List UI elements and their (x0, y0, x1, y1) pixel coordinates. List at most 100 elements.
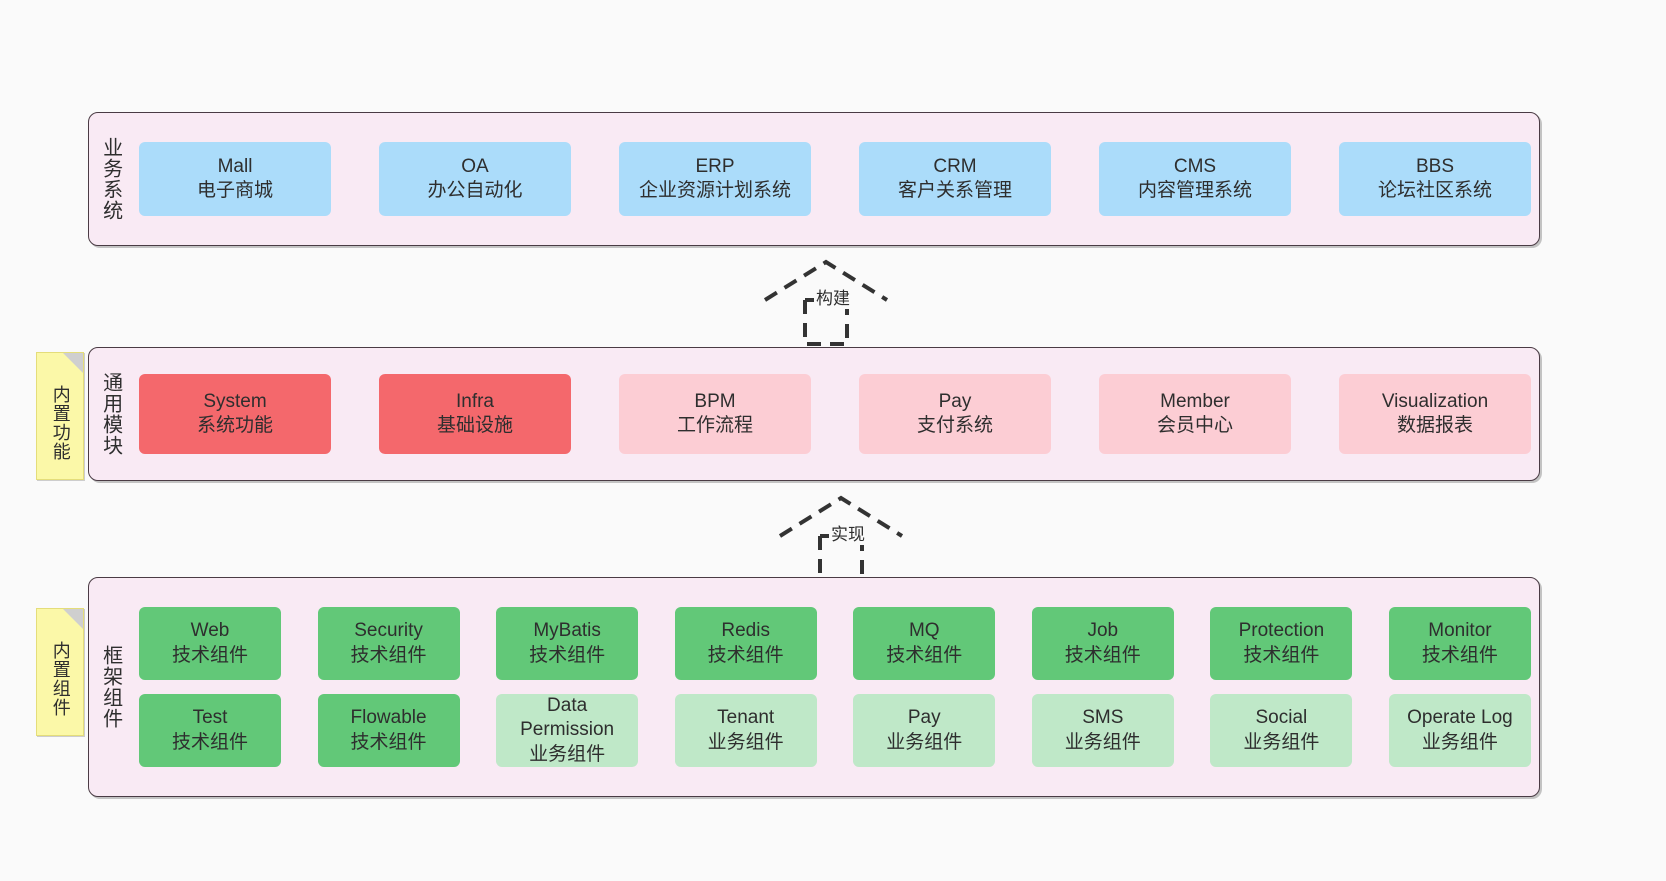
node-desc: 技术组件 (1243, 644, 1320, 666)
node-mall[interactable]: Mall 电子商城 (139, 142, 331, 216)
node-name: BBS (1415, 155, 1455, 177)
node-name: Social (1255, 707, 1308, 729)
node-oa[interactable]: OA 办公自动化 (379, 142, 571, 216)
note-fold-corner (63, 353, 83, 373)
node-name: Infra (455, 390, 495, 412)
node-desc: 技术组件 (171, 731, 248, 753)
node-name: Redis (721, 620, 770, 642)
node-desc: 支付系统 (916, 415, 993, 436)
node-name: SMS (1082, 707, 1124, 729)
node-name: Protection (1238, 620, 1325, 642)
node-name: MQ (908, 620, 940, 642)
node-desc: 业务组件 (1064, 731, 1141, 753)
connector-build: 构建 (750, 252, 920, 352)
node-name: ERP (695, 155, 735, 177)
node-name: Web (190, 620, 230, 642)
node-desc: 技术组件 (707, 644, 784, 666)
connector-build-label: 构建 (814, 284, 852, 309)
node-desc: 办公自动化 (427, 180, 523, 201)
node-desc: 技术组件 (1064, 644, 1141, 666)
node-desc: 业务组件 (1421, 731, 1498, 753)
node-name: BPM (694, 390, 736, 412)
layer-business-title: 业务系统 (99, 137, 122, 221)
node-name: Mall (217, 155, 253, 177)
layer-framework-title: 框架组件 (99, 645, 122, 729)
note-fold-corner (63, 609, 83, 629)
layer-modules-title: 通用模块 (99, 372, 122, 456)
node-desc: 论坛社区系统 (1377, 180, 1492, 201)
node-name: Job (1087, 620, 1119, 642)
node-desc: 业务组件 (886, 731, 963, 753)
note-builtin-features: 内置功能 (36, 352, 84, 480)
node-bpm[interactable]: BPM 工作流程 (619, 374, 811, 454)
node-pay[interactable]: Pay 支付系统 (859, 374, 1051, 454)
node-name: OA (461, 155, 489, 177)
node-bbs[interactable]: BBS 论坛社区系统 (1339, 142, 1531, 216)
node-name: Visualization (1381, 390, 1489, 412)
node-desc: 企业资源计划系统 (638, 180, 791, 201)
node-name: Test (192, 707, 228, 729)
layer-business-system: 业务系统 Mall 电子商城 OA 办公自动化 ERP 企业资源计划系统 CRM 客户关系管理… (88, 112, 1540, 246)
node-name: Security (354, 620, 423, 642)
node-desc: 技术组件 (886, 644, 963, 666)
node-desc: 数据报表 (1396, 415, 1473, 436)
node-visualization[interactable]: Visualization 数据报表 (1339, 374, 1531, 454)
node-desc: 电子商城 (196, 180, 273, 201)
node-desc: 技术组件 (350, 644, 427, 666)
node-desc: 技术组件 (1421, 644, 1498, 666)
node-name: CRM (933, 155, 977, 177)
note-builtin-components-label: 内置组件 (50, 641, 71, 717)
node-name: Operate Log (1407, 707, 1513, 729)
node-name: Data Permission (520, 695, 615, 741)
node-name: MyBatis (533, 620, 601, 642)
node-desc: 客户关系管理 (897, 180, 1012, 201)
connector-implement: 实现 (765, 488, 935, 588)
node-desc: 工作流程 (676, 415, 753, 436)
node-name: Monitor (1428, 620, 1492, 642)
node-desc: 技术组件 (529, 644, 606, 666)
connector-implement-label: 实现 (829, 520, 867, 545)
node-desc: 技术组件 (350, 731, 427, 753)
node-name: Tenant (717, 707, 775, 729)
node-desc: 会员中心 (1156, 415, 1233, 436)
node-desc: 系统功能 (196, 415, 273, 436)
node-name: Pay (938, 390, 972, 412)
node-name: System (203, 390, 267, 412)
node-crm[interactable]: CRM 客户关系管理 (859, 142, 1051, 216)
node-desc: 技术组件 (171, 644, 248, 666)
note-builtin-components: 内置组件 (36, 608, 84, 736)
node-name: CMS (1173, 155, 1217, 177)
node-name: Pay (907, 707, 941, 729)
node-erp[interactable]: ERP 企业资源计划系统 (619, 142, 811, 216)
node-system[interactable]: System 系统功能 (139, 374, 331, 454)
node-name: Flowable (350, 707, 427, 729)
